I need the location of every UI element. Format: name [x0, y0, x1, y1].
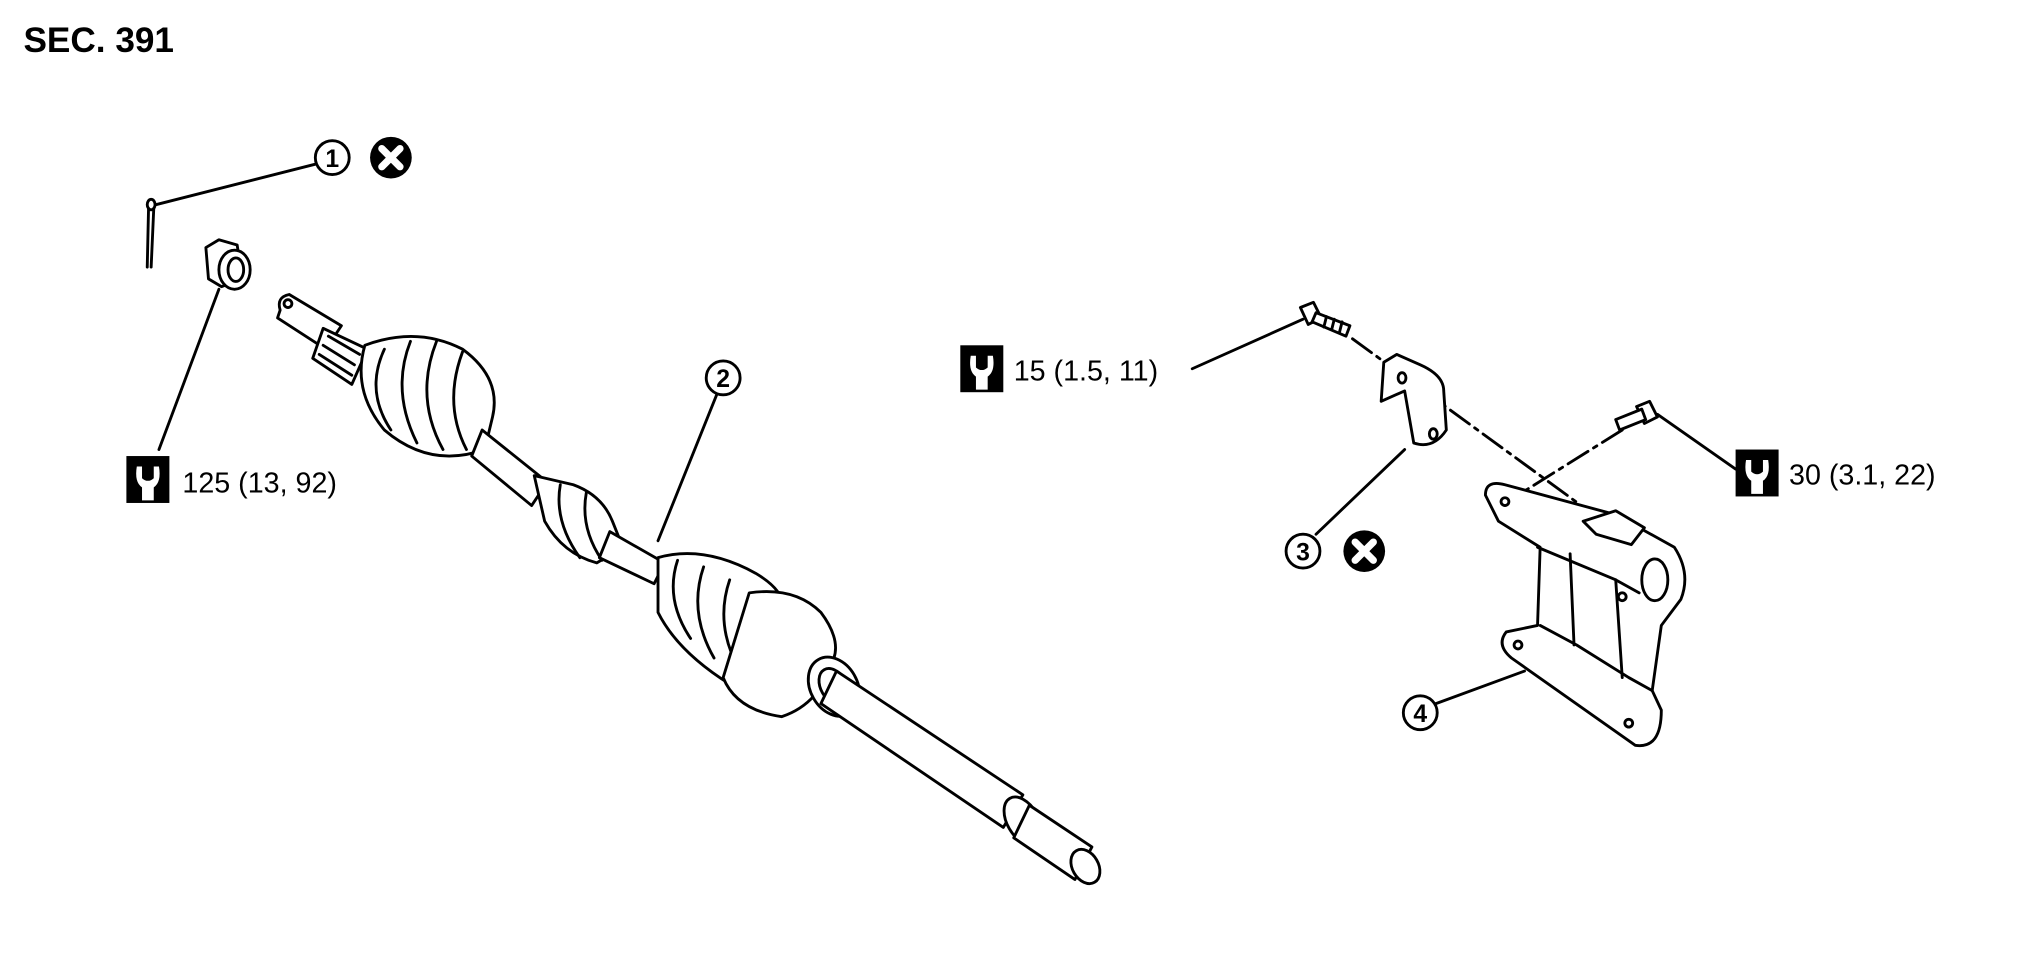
svg-text:4: 4 [1413, 701, 1427, 728]
bracket [1379, 352, 1448, 447]
leader-line [157, 287, 221, 451]
leader-line [1434, 669, 1526, 706]
torque-spec-hub-nut: 125 (13, 92) [182, 468, 337, 500]
leader-line [1190, 317, 1305, 371]
torque-wrench-icon [960, 345, 1004, 393]
centerline [1516, 428, 1624, 497]
bolt [1298, 300, 1352, 338]
drive-shaft [276, 293, 1102, 886]
non-reusable-icon [370, 137, 412, 179]
svg-text:3: 3 [1296, 539, 1310, 566]
section-title: SEC. 391 [23, 21, 174, 60]
cotter-pin [145, 197, 157, 269]
leader-line [656, 393, 719, 543]
torque-spec-bracket-bolt: 15 (1.5, 11) [1014, 355, 1158, 387]
torque-wrench-icon [1735, 449, 1779, 497]
bolt [1614, 399, 1659, 432]
callout-2: 2 [704, 359, 742, 397]
callout-3: 3 [1284, 532, 1322, 570]
leader-line [1314, 448, 1407, 536]
callout-1: 1 [313, 139, 351, 177]
non-reusable-icon [1343, 530, 1385, 572]
hub-nut [204, 238, 252, 291]
svg-text:2: 2 [716, 366, 730, 393]
torque-spec-bearing-bolt: 30 (3.1, 22) [1789, 460, 1936, 492]
leader-line [1655, 412, 1738, 471]
callout-4: 4 [1401, 694, 1439, 732]
leader-line [154, 162, 317, 207]
svg-text:1: 1 [325, 146, 339, 173]
support-bracket [1483, 481, 1687, 748]
torque-wrench-icon [126, 456, 170, 503]
